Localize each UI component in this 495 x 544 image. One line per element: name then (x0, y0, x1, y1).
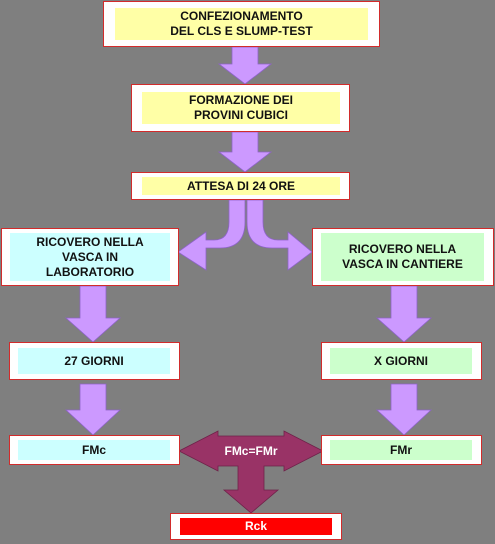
label-fmc: FMc (82, 442, 106, 457)
arrow-formazione-to-attesa (217, 131, 273, 173)
label-fmc-eq-fmr: FMc=FMr (224, 444, 278, 458)
node-rck: Rck (170, 513, 342, 540)
label-27-giorni: 27 GIORNI (64, 353, 124, 368)
label-ricovero-cantiere: RICOVERO NELLA VASCA IN CANTIERE (342, 242, 463, 271)
label-confezionamento: CONFEZIONAMENTO DEL CLS E SLUMP-TEST (170, 9, 313, 38)
arrow-cantiere-to-xgiorni (375, 285, 433, 343)
label-attesa: ATTESA DI 24 ORE (186, 178, 296, 193)
arrow-lab-to-27giorni (64, 285, 122, 343)
label-fmr: FMr (390, 442, 412, 457)
label-x-giorni: X GIORNI (373, 353, 428, 368)
label-rck: Rck (244, 519, 267, 533)
arrow-xgiorni-to-fmr (375, 383, 433, 436)
node-x-giorni: X GIORNI (321, 342, 482, 380)
node-confezionamento: CONFEZIONAMENTO DEL CLS E SLUMP-TEST (103, 1, 380, 47)
label-ricovero-laboratorio: RICOVERO NELLA VASCA IN LABORATORIO (36, 234, 144, 279)
node-27-giorni: 27 GIORNI (9, 342, 180, 380)
label-formazione: FORMAZIONE DEI PROVINI CUBICI (189, 93, 293, 122)
node-fmr: FMr (321, 435, 482, 465)
arrow-confezionamento-to-formazione (217, 46, 273, 85)
node-fmc: FMc (9, 435, 180, 465)
arrow-fmc-fmr-to-rck (178, 430, 324, 514)
node-attesa: ATTESA DI 24 ORE (131, 172, 350, 200)
node-ricovero-cantiere: RICOVERO NELLA VASCA IN CANTIERE (312, 228, 494, 286)
arrow-split-right (246, 199, 313, 271)
arrow-split-left (177, 199, 246, 271)
node-formazione: FORMAZIONE DEI PROVINI CUBICI (131, 84, 350, 132)
arrow-27giorni-to-fmc (64, 383, 122, 436)
node-ricovero-laboratorio: RICOVERO NELLA VASCA IN LABORATORIO (1, 228, 179, 286)
